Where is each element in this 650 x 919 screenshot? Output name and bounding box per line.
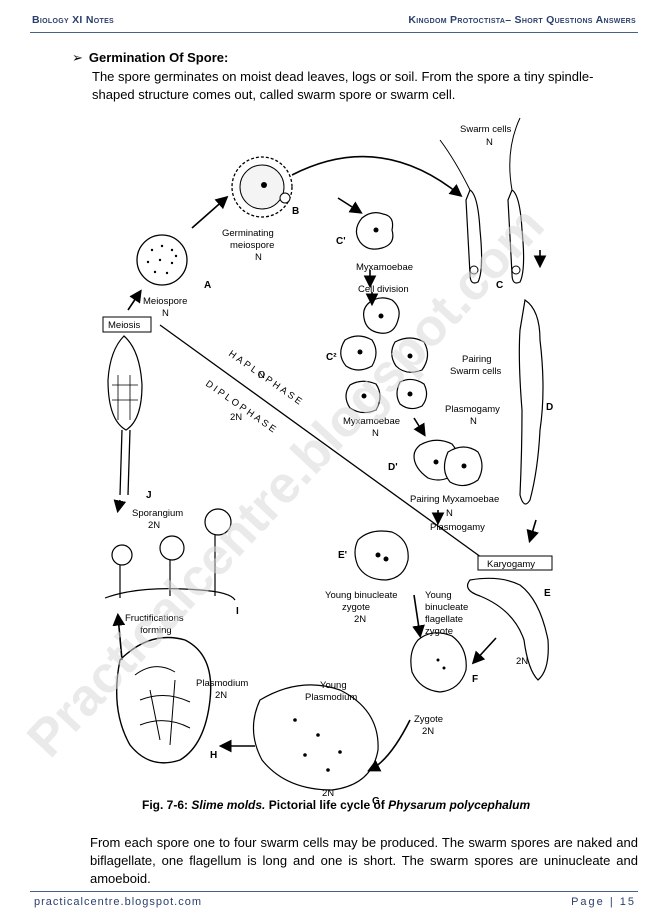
label-pairing-swarm: Swarm cells (450, 366, 501, 377)
label-myxamoebae-1: Myxamoebae (356, 262, 413, 273)
meiospore-cell (136, 234, 188, 286)
page-number: 15 (619, 896, 636, 908)
bullet-arrow-icon: ➢ (72, 50, 83, 65)
label-plasmogamy-2-n: N (446, 508, 453, 519)
section-title-text: Germination Of Spore: (88, 50, 229, 65)
meiosis-label: Meiosis (108, 320, 140, 331)
label-germ-n: N (255, 252, 262, 263)
label-meiospore-n: N (162, 308, 169, 319)
header-left: Biology XI Notes (32, 14, 115, 26)
label-diplo-2n: 2N (230, 412, 242, 423)
karyogamy-label: Karyogamy (487, 559, 535, 570)
label-germinating: Germinating (222, 228, 274, 239)
flagellate-zygote (467, 577, 549, 681)
header-right: Kingdom Protoctista– Short Questions Ans… (408, 14, 636, 26)
germinating-meiospore (231, 156, 293, 218)
letter-d1: D' (388, 462, 398, 473)
letter-c: C (496, 280, 503, 291)
label-young: Young (320, 680, 347, 691)
swarm-cell (465, 189, 483, 284)
young-plasmodium (252, 684, 379, 791)
section-title: ➢ Germination Of Spore: (72, 50, 228, 66)
caption-species: Physarum polycephalum (388, 798, 531, 812)
letter-f: F (472, 674, 478, 685)
sporangium-body (107, 335, 143, 496)
cycle-arrows (112, 155, 547, 772)
plasmodium-network (116, 636, 212, 764)
letter-i: I (236, 606, 239, 617)
label-pairing: Pairing (462, 354, 492, 365)
label-ybf-b: binucleate (425, 602, 468, 613)
letter-d: D (546, 402, 553, 413)
label-fruct-forming: forming (140, 625, 172, 636)
label-plasmodium-2n: 2N (215, 690, 227, 701)
letter-e1: E' (338, 550, 347, 561)
label-swarm-cells: Swarm cells (460, 124, 511, 135)
label-plasmogamy-1: Plasmogamy (445, 404, 500, 415)
label-meiospore-germ: meiospore (230, 240, 274, 251)
label-ybz-a: Young binucleate (325, 590, 398, 601)
label-zygote: Zygote (414, 714, 443, 725)
label-pairing-myx: Pairing Myxamoebae (410, 494, 499, 505)
label-haplo-n: N (258, 370, 265, 381)
label-cell-division: Cell division (358, 284, 409, 295)
header-divider (30, 32, 638, 33)
label-plasmodium: Plasmodium (196, 678, 248, 689)
label-ybz-n: 2N (354, 614, 366, 625)
label-ybf-c: flagellate (425, 614, 463, 625)
label-meiospore: Meiospore (143, 296, 187, 307)
label-ybf-d: zygote (425, 626, 453, 637)
label-ybf-a: Young (425, 590, 452, 601)
fructifications (104, 508, 236, 601)
zygote-cell (410, 632, 467, 693)
letter-h: H (210, 750, 217, 761)
label-diplophase: DIPLOPHASE (203, 378, 280, 436)
meiosis-box (102, 316, 152, 333)
page-label: Page (571, 896, 605, 908)
label-plasmogamy-2: Plasmogamy (430, 522, 485, 533)
figure-caption: Fig. 7-6: Slime molds. Pictorial life cy… (142, 798, 530, 812)
label-g-2n: 2N (322, 788, 334, 799)
label-e-2n: 2N (516, 656, 528, 667)
karyogamy-box (477, 555, 553, 571)
swarm-cell (507, 189, 525, 284)
young-binucleate-zygote (354, 530, 409, 581)
caption-slime-molds: Slime molds. (191, 798, 266, 812)
label-sporangium: Sporangium (132, 508, 183, 519)
footer-divider (30, 891, 638, 892)
caption-number: Fig. 7-6: (142, 798, 189, 812)
caption-mid: Pictorial life cycle of (268, 798, 385, 812)
footer-site: practicalcentre.blogspot.com (34, 896, 203, 908)
letter-c2: C² (326, 352, 337, 363)
letter-c1: C' (336, 236, 346, 247)
letter-a: A (204, 280, 211, 291)
label-plasmogamy-1-n: N (470, 416, 477, 427)
label-myx2-n: N (372, 428, 379, 439)
germination-paragraph: The spore germinates on moist dead leave… (92, 69, 594, 102)
footer-page: Page | 15 (571, 896, 636, 908)
label-zygote-2n: 2N (422, 726, 434, 737)
letter-e: E (544, 588, 551, 599)
label-sporangium-2n: 2N (148, 520, 160, 531)
label-myxamoebae-2: Myxamoebae (343, 416, 400, 427)
letter-g: G (372, 796, 380, 807)
label-young-plasmodium: Plasmodium (305, 692, 357, 703)
label-swarm-cells-n: N (486, 137, 493, 148)
pairing-swarm-cells (518, 298, 544, 505)
swarm-paragraph: From each spore one to four swarm cells … (90, 835, 638, 886)
label-ybz-b: zygote (342, 602, 370, 613)
phase-divider-line (159, 324, 486, 561)
letter-b: B (292, 206, 299, 217)
letter-j: J (146, 490, 152, 501)
label-fructifications: Fructifications (125, 613, 184, 624)
